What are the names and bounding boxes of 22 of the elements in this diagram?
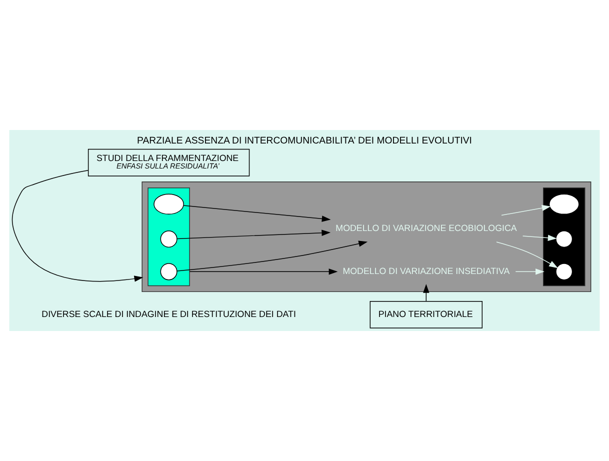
arrow: [176, 240, 368, 272]
arrow: [522, 234, 557, 241]
node-circle: [556, 263, 573, 280]
arrow: [515, 268, 544, 275]
node-box: STUDI DELLA FRAMMENTAZIONE ENFASI SULLA RESIDUALITA’: [88, 148, 250, 176]
node-circle: [556, 230, 573, 248]
arrow: [12, 170, 144, 282]
node-text: MODELLO DI VARIAZIONE INSEDIATIVA: [342, 266, 510, 276]
node-circle: [160, 263, 178, 280]
node-ellipse: [154, 194, 184, 215]
arrow: [183, 205, 331, 222]
arrow: [189, 268, 338, 275]
node-box: PIANO TERRITORIALE: [370, 300, 483, 328]
node-text: MODELLO DI VARIAZIONE ECOBIOLOGICA: [336, 222, 517, 233]
node-circle: [160, 230, 178, 248]
label: DIVERSE SCALE DI INDAGINE E DI RESTITUZIONE DEI DATI: [42, 308, 296, 319]
arrow: [176, 230, 331, 240]
cluster: [148, 187, 190, 286]
arrow: [501, 204, 551, 216]
arrow: [496, 242, 558, 268]
diagram-title: PARZIALE ASSENZA DI INTERCOMUNICABILITA’ DEI MODELLI EVOLUTIVI: [137, 136, 472, 147]
node-ellipse: [548, 194, 580, 215]
